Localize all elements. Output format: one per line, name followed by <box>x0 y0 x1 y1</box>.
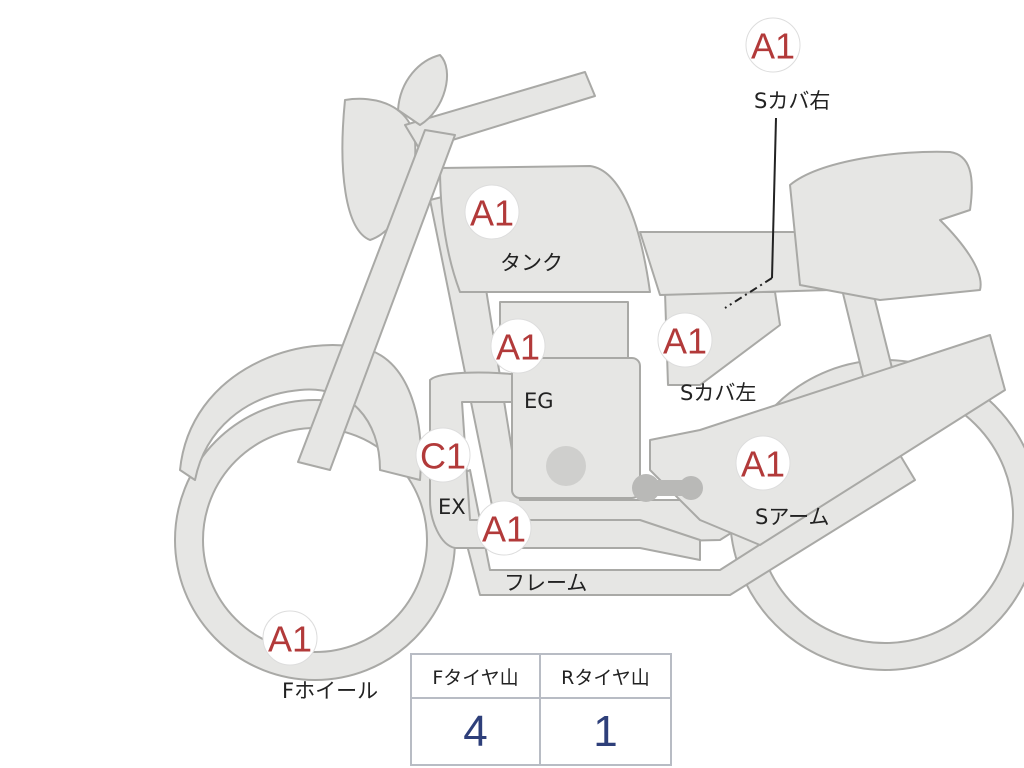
grade-badge: A1 <box>663 321 707 362</box>
rear-tire-value: 1 <box>593 706 618 756</box>
part-side-cover-left: A1 Sカバ左 <box>657 312 756 405</box>
mirror <box>397 54 449 126</box>
part-engine: A1 EG <box>490 318 554 413</box>
part-label: タンク <box>500 251 563 275</box>
part-label: Sアーム <box>755 505 829 529</box>
part-tank: A1 タンク <box>464 184 563 275</box>
exhaust-pipe <box>429 371 701 561</box>
front-fork <box>297 129 456 471</box>
seat-rear <box>789 150 982 301</box>
grade-badge: A1 <box>482 509 526 550</box>
part-label: EX <box>438 495 466 519</box>
part-swing-arm: A1 Sアーム <box>735 435 829 529</box>
leader-line <box>724 117 777 309</box>
part-side-cover-right: A1 Sカバ右 <box>745 17 830 113</box>
grade-badge: A1 <box>496 327 540 368</box>
footrest <box>632 474 703 502</box>
grade-badge: A1 <box>751 26 795 67</box>
part-label: Fホイール <box>282 679 378 703</box>
part-exhaust: C1 EX <box>415 427 471 519</box>
tire-tread-table: Fタイヤ山 Rタイヤ山 4 1 <box>410 653 672 766</box>
grade-badge: A1 <box>741 444 785 485</box>
grade-badge: A1 <box>268 619 312 660</box>
part-label: Sカバ左 <box>680 381 756 405</box>
rear-tire-header: Rタイヤ山 <box>541 655 670 699</box>
front-tire-header: Fタイヤ山 <box>412 655 541 699</box>
part-front-wheel: A1 Fホイール <box>262 610 378 703</box>
handlebar <box>404 71 596 151</box>
grade-badge: A1 <box>470 193 514 234</box>
part-label: フレーム <box>504 571 587 595</box>
swing-arm-shape <box>649 334 1006 546</box>
grade-badge: C1 <box>420 436 466 477</box>
engine-cover <box>546 446 586 486</box>
front-tire-value: 4 <box>412 699 541 764</box>
part-label: Sカバ右 <box>754 89 830 113</box>
part-frame: A1 フレーム <box>476 500 587 595</box>
part-label: EG <box>524 389 554 413</box>
